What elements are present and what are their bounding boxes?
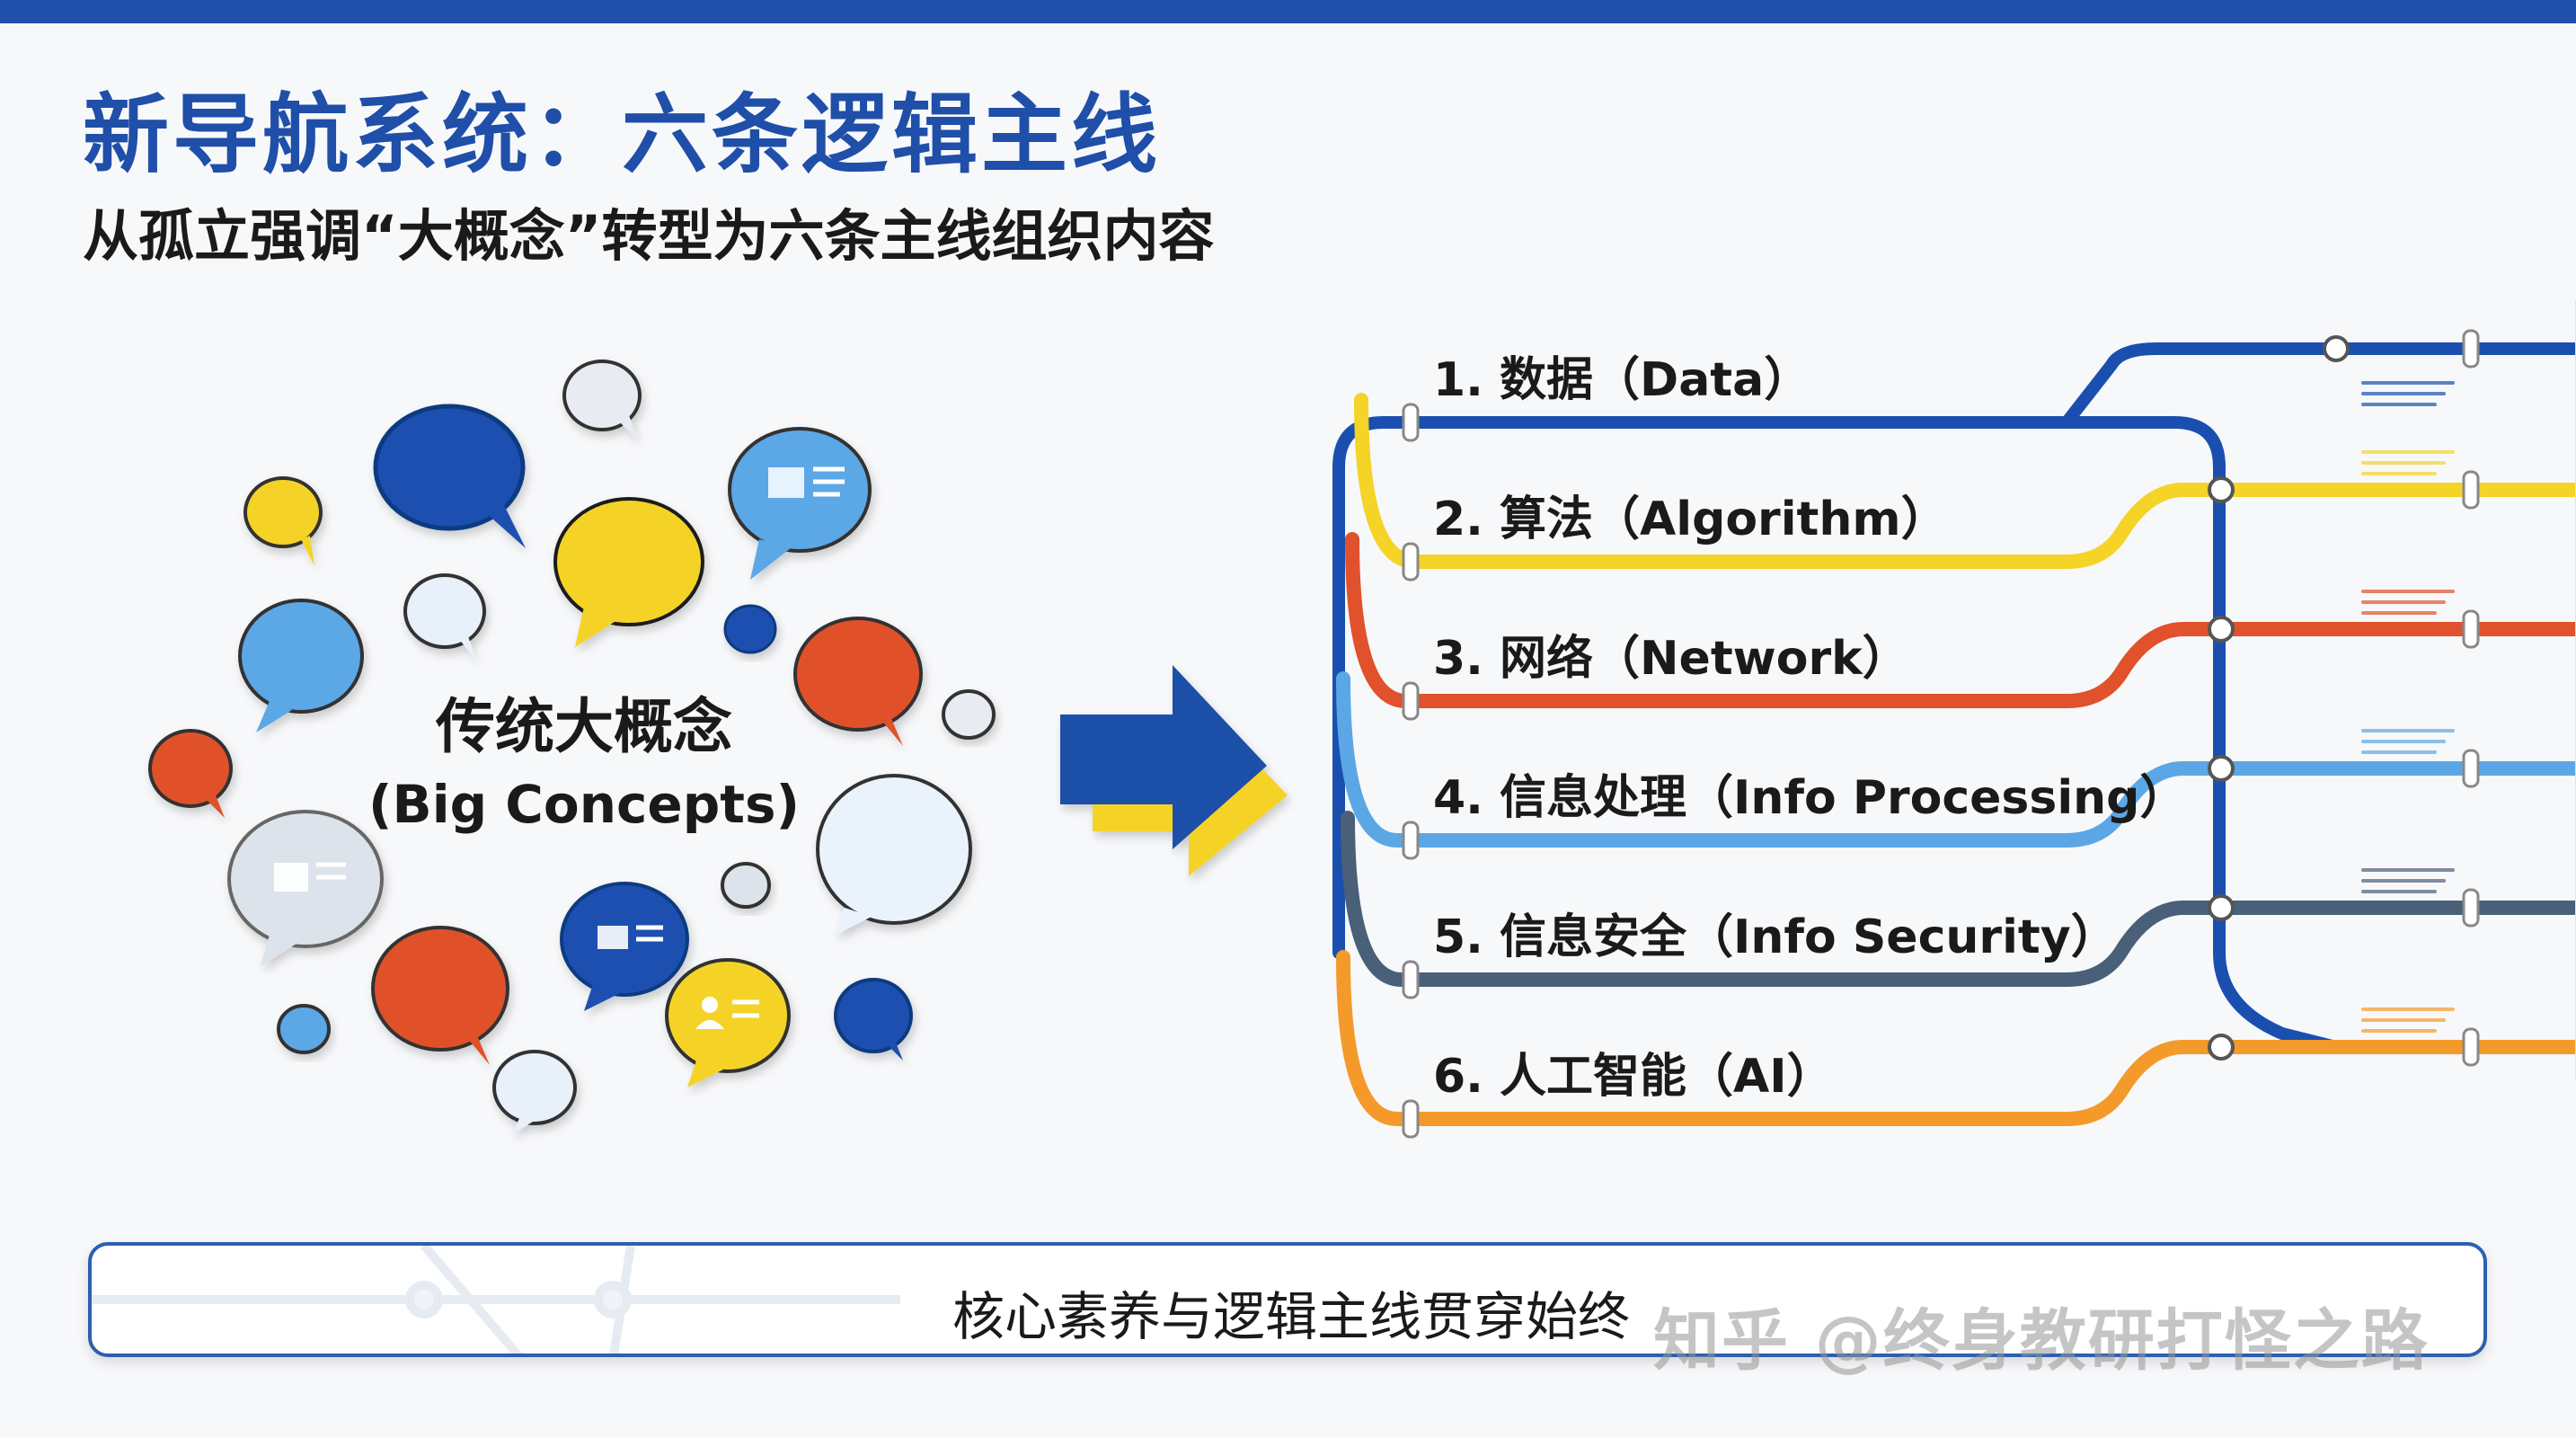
big-concepts-label-en: (Big Concepts)	[368, 774, 801, 835]
interchange-marker	[2208, 755, 2235, 782]
watermark: 知乎 @终身教研打怪之路	[1653, 1302, 2430, 1380]
station-marker	[1402, 681, 1420, 721]
interchange-marker	[2208, 1034, 2235, 1061]
interchange-marker	[2208, 894, 2235, 921]
station-marker	[2462, 1027, 2480, 1067]
metro-line-6	[1336, 950, 2576, 1126]
metro-line-1	[1332, 416, 2342, 1053]
chat-bubble-icon	[492, 1050, 577, 1134]
page-subtitle: 从孤立强调“大概念”转型为六条主线组织内容	[83, 203, 1215, 269]
document-icon	[768, 466, 845, 498]
chat-bubble-icon	[728, 427, 872, 580]
metro-line-5	[1341, 811, 2576, 987]
arrow-right-icon	[1060, 665, 1288, 876]
chat-bubble-icon	[403, 573, 486, 661]
chat-bubble-icon	[723, 604, 777, 654]
chat-bubble-icon	[793, 617, 923, 746]
chat-bubble-icon	[665, 958, 791, 1087]
chat-bubble-icon	[834, 978, 913, 1061]
metro-line-label-2: 2. 算法（Algorithm）	[1433, 493, 1948, 546]
big-concepts-label-zh: 传统大概念	[436, 692, 732, 761]
chat-bubble-icon	[373, 404, 526, 548]
chat-bubble-icon	[721, 862, 771, 909]
station-marker	[2462, 749, 2480, 788]
chat-bubble-icon	[148, 729, 233, 818]
bottom-banner: 核心素养与逻辑主线贯穿始终	[88, 1242, 2487, 1357]
bottom-banner-text: 核心素养与逻辑主线贯穿始终	[952, 1286, 1630, 1347]
metro-labels: 1. 数据（Data） 2. 算法（Algorithm） 3. 网络（Network…	[1433, 353, 2186, 1104]
chat-bubble-icon	[816, 774, 972, 935]
document-icon	[598, 925, 663, 949]
station-marker	[1402, 403, 1420, 442]
big-concepts-cloud	[148, 360, 996, 1134]
station-marker	[1402, 821, 1420, 860]
document-icon	[274, 862, 346, 892]
top-accent-bar	[0, 0, 2576, 23]
user-icon	[695, 997, 759, 1029]
metro-line-label-6: 6. 人工智能（AI）	[1433, 1050, 1834, 1104]
interchange-marker	[2208, 476, 2235, 503]
chat-bubble-icon	[371, 926, 509, 1065]
metro-line-4	[1336, 671, 2576, 848]
metro-line-3	[1345, 532, 2576, 708]
metro-line-2	[1354, 393, 2576, 569]
station-marker	[1402, 1099, 1420, 1139]
chat-bubble-icon	[238, 599, 364, 732]
station-marker	[1402, 542, 1420, 581]
metro-line-label-5: 5. 信息安全（Info Security）	[1433, 910, 2118, 964]
chat-bubble-icon	[243, 476, 323, 566]
interchange-marker	[2208, 616, 2235, 643]
chat-bubble-icon	[942, 689, 996, 740]
banner-decoration	[92, 1246, 900, 1354]
page-title: 新导航系统：六条逻辑主线	[83, 84, 1161, 185]
chat-bubble-icon	[562, 360, 642, 440]
station-marker	[2462, 888, 2480, 928]
metro-lines	[1332, 300, 2576, 1139]
chat-bubble-icon	[553, 497, 704, 647]
metro-line-label-1: 1. 数据（Data）	[1433, 353, 1810, 407]
metro-line-label-4: 4. 信息处理（Info Processing）	[1433, 771, 2186, 825]
station-marker	[2462, 470, 2480, 510]
station-marker	[2462, 329, 2480, 368]
interchange-marker	[2323, 335, 2350, 362]
chat-bubble-icon	[277, 1004, 331, 1054]
metro-line-label-3: 3. 网络（Network）	[1433, 632, 1909, 686]
station-marker	[2462, 609, 2480, 649]
big-concepts-label: 传统大概念 (Big Concepts)	[368, 679, 800, 835]
station-marker	[1402, 960, 1420, 999]
chat-bubble-icon	[560, 882, 689, 1011]
chat-bubble-icon	[227, 810, 384, 966]
metro-line-1-branch	[2060, 342, 2576, 429]
